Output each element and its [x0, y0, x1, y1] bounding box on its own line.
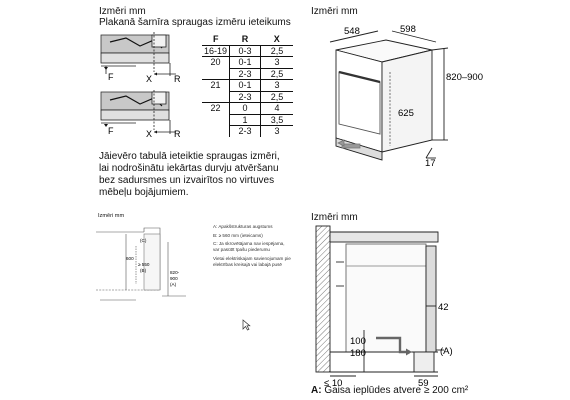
table-cell — [202, 68, 230, 80]
table-cell: 3 — [260, 125, 293, 137]
table-cell: 2,5 — [260, 90, 293, 103]
table-cell: 3 — [260, 79, 293, 91]
paragraph-line: Jāievēro tabulā ieteiktie spraugas izmēr… — [99, 151, 280, 162]
table-cell: 2,5 — [270, 45, 284, 56]
left-subheading: Plakanā šarnīra spraugas izmēru ieteikum… — [99, 17, 291, 28]
table-cell: 3 — [260, 56, 293, 68]
table-cell: 20 — [202, 56, 230, 68]
vent-label-a: (A) — [440, 346, 453, 357]
legend-line: B: ≥ 560 mm (ieteicams) — [213, 232, 263, 238]
caption-text: Gaisa ieplūdes atvere ≥ 200 cm² — [321, 385, 469, 396]
niche-dim-h: 820- — [170, 270, 180, 275]
table-header-r: R — [229, 34, 261, 46]
table-cell: 21 — [202, 79, 230, 91]
legend-line: Vietai elektriskajam savienojumam pie — [213, 256, 291, 262]
legend-line: var pasūtīt īpašu piederumu — [213, 246, 270, 252]
table-cell: 16-19 — [202, 45, 230, 57]
legend-line: elektrības kreisajā vai labajā pusē — [213, 261, 282, 267]
dim-inner-height: 625 — [398, 108, 414, 119]
table-cell — [202, 91, 230, 103]
table-cell: 22 — [202, 102, 230, 114]
vent-dim-gap: 42 — [438, 302, 449, 313]
cursor-icon — [242, 319, 251, 331]
niche-dim-d: 600 — [126, 256, 134, 261]
top-right-heading: Izmēri mm — [311, 6, 358, 17]
table-header-x: X — [260, 34, 293, 46]
dim-depth: 548 — [344, 26, 360, 37]
table-cell: 4 — [260, 102, 293, 114]
table-cell: 0-1 — [229, 79, 261, 91]
niche-legend: A: Apakšstrukturas augstums B: ≥ 560 mm … — [213, 224, 303, 268]
table-cell: 0-3 — [229, 45, 261, 57]
bottom-right-heading: Izmēri mm — [311, 212, 358, 223]
paragraph-line: mēbeļu bojājumiem. — [99, 187, 189, 198]
table-cell: 2-3 — [229, 67, 261, 80]
hinge-diagram: F X R F X R — [100, 32, 181, 139]
table-cell: 2-3 — [229, 125, 261, 137]
hinge-label-f: F — [108, 72, 114, 82]
table-cell: 3,5 — [260, 113, 293, 126]
dim-width: 598 — [400, 24, 416, 35]
table-cell: 2,5 — [260, 67, 293, 80]
hinge-label-x-2: X — [146, 129, 152, 139]
niche-label-b: (B) — [140, 268, 147, 273]
table-cell: 2-3 — [229, 90, 261, 103]
dim-offset: 17 — [425, 158, 436, 169]
ventilation-section-drawing: 42 100 180 (A) ≤ 10 59 — [315, 225, 453, 389]
paragraph-line: lai nodrošinātu iekārtas durvju atvēršan… — [99, 163, 279, 174]
ventilation-caption: A: Gaisa ieplūdes atvere ≥ 200 cm² — [311, 385, 468, 397]
table-cell: 0 — [229, 102, 261, 114]
table-header-f: F — [202, 34, 230, 46]
dim-height: 820–900 — [446, 72, 483, 83]
hinge-label-x: X — [146, 74, 152, 84]
hinge-label-r: R — [174, 74, 181, 84]
vent-dim-depth: 59 — [418, 378, 429, 389]
vent-dim-left-gap: ≤ 10 — [324, 378, 342, 389]
appliance-dimension-drawing: 548 598 820–900 625 17 — [329, 24, 483, 169]
hinge-label-f-2: F — [108, 126, 114, 136]
hinge-gap-table: F R X 16-19 0-3 2,5 20 0-1 3 2-3 2,5 21 … — [202, 34, 293, 137]
niche-diagram: (C) 600 ≥ 550 (B) 820- 900 (A) — [96, 227, 186, 301]
table-cell — [202, 114, 230, 126]
table-cell: 1 — [229, 113, 261, 126]
left-heading: Izmēri mm — [99, 6, 146, 17]
niche-dim-b: ≥ 550 — [138, 262, 150, 267]
paragraph-line: bez sadursmes un izvairītos no virtuves — [99, 175, 275, 186]
middle-left-heading: Izmēri mm — [98, 213, 125, 219]
caption-key: A: — [311, 385, 322, 396]
hinge-label-r-2: R — [174, 129, 181, 139]
niche-dim-h2: 900 — [170, 276, 178, 281]
table-cell: 0-1 — [229, 56, 261, 68]
legend-line: A: Apakšstrukturas augstums — [213, 224, 273, 229]
niche-label-a: (A) — [170, 282, 177, 287]
hinge-note-paragraph: Jāievēro tabulā ieteiktie spraugas izmēr… — [99, 151, 280, 199]
vent-dim-h1: 100 — [350, 336, 366, 347]
vent-dim-h2: 180 — [350, 348, 366, 359]
table-cell — [202, 125, 230, 137]
legend-line: C: Ja skrovētājama nav iespējama, — [213, 241, 285, 247]
niche-label-c: (C) — [140, 238, 147, 243]
